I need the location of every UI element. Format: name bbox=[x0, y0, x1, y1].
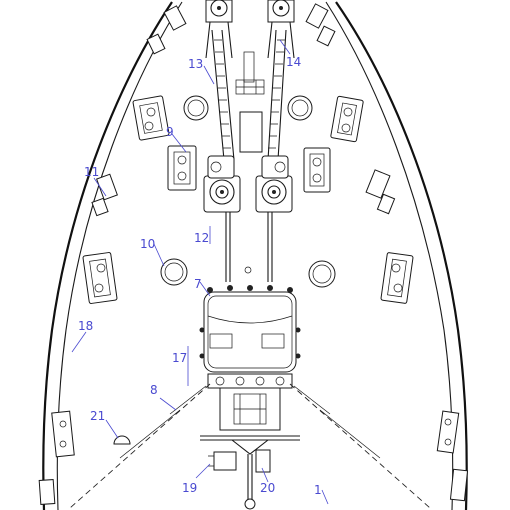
label-21: 21 bbox=[90, 409, 105, 423]
windlass-units-top bbox=[205, 0, 295, 153]
label-19: 19 bbox=[182, 481, 197, 495]
label-11: 11 bbox=[84, 165, 99, 179]
bulwark-stanchions-right bbox=[305, 3, 469, 502]
deck-vents bbox=[160, 95, 336, 288]
label-12: 12 bbox=[194, 231, 209, 245]
label-20: 20 bbox=[260, 481, 275, 495]
label-8: 8 bbox=[150, 383, 158, 397]
anchor-chain-left bbox=[211, 29, 235, 161]
bollard-9-right-upper bbox=[330, 95, 364, 143]
windlass-12-right bbox=[255, 155, 293, 213]
light-21 bbox=[113, 435, 131, 445]
label-17: 17 bbox=[172, 351, 187, 365]
towing-crossbeam bbox=[200, 435, 300, 510]
hydraulic-unit-19 bbox=[208, 451, 237, 471]
anchor-chain-right bbox=[267, 29, 287, 161]
bollard-9-left bbox=[167, 145, 197, 191]
drive-shafts bbox=[225, 212, 273, 282]
label-7: 7 bbox=[194, 277, 202, 291]
bollard-lower-left bbox=[82, 252, 118, 304]
bollard-9-left-upper bbox=[132, 95, 170, 141]
label-14: 14 bbox=[286, 55, 301, 69]
bollard-lower-right bbox=[380, 252, 414, 304]
label-13: 13 bbox=[188, 57, 203, 71]
control-box-20 bbox=[255, 449, 271, 473]
winch-house-7 bbox=[199, 285, 301, 373]
leader-lines bbox=[71, 39, 329, 505]
bulwark-stanchions-left bbox=[38, 5, 187, 505]
capstan-assembly-17 bbox=[207, 373, 293, 431]
rope-guides bbox=[69, 383, 431, 509]
windlass-12-left bbox=[203, 155, 241, 213]
label-1: 1 bbox=[314, 483, 322, 497]
label-9: 9 bbox=[166, 125, 174, 139]
bollard-9-right bbox=[303, 147, 331, 193]
label-18: 18 bbox=[78, 319, 93, 333]
label-10: 10 bbox=[140, 237, 155, 251]
